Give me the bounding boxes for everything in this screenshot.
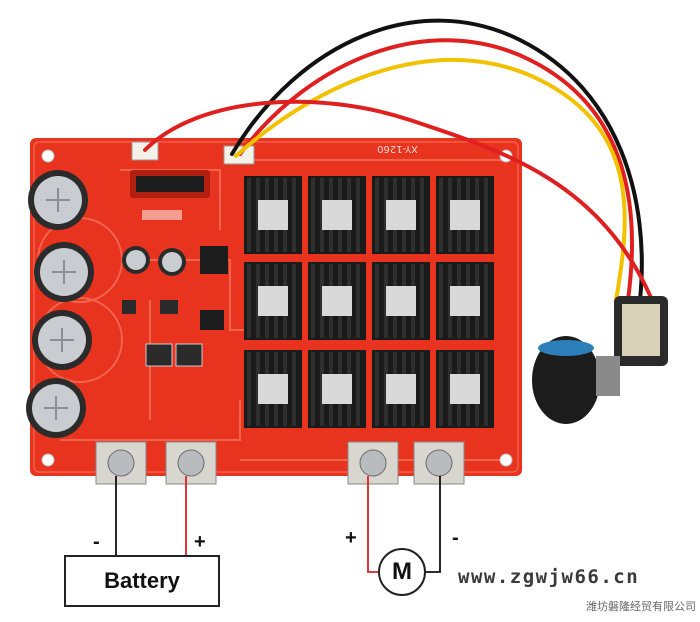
capacitor: [28, 170, 88, 230]
heatsink: [308, 350, 366, 428]
heatsink: [436, 350, 494, 428]
battery-box: Battery: [64, 555, 220, 607]
capacitor: [26, 378, 86, 438]
motor-positive-label: +: [345, 527, 357, 549]
small-capacitor: [122, 246, 186, 276]
heatsink: [372, 350, 430, 428]
motor-negative-label: -: [452, 527, 459, 549]
heatsink: [244, 350, 302, 428]
wiring-lines: [115, 476, 441, 573]
heatsink: [436, 262, 494, 340]
battery-positive-label: +: [194, 531, 206, 553]
potentiometer-wires: [143, 18, 654, 302]
battery-label: Battery: [104, 568, 180, 593]
screw-terminals: [95, 441, 465, 485]
heatsink: [436, 176, 494, 254]
heatsink: [372, 262, 430, 340]
smd-components: [122, 170, 228, 367]
potentiometer-knob: [532, 296, 668, 424]
heatsink: [244, 262, 302, 340]
battery-negative-label: -: [93, 531, 100, 553]
heatsink: [244, 176, 302, 254]
capacitor: [32, 310, 92, 370]
motor-label: M: [392, 558, 412, 585]
heatsink: [372, 176, 430, 254]
heatsink: [308, 176, 366, 254]
heatsink: [308, 262, 366, 340]
heatsink-array: [244, 176, 494, 428]
board-model-label: XY-1260: [377, 143, 418, 154]
motor-symbol: M: [378, 548, 426, 596]
watermark-company: 潍坊磐隆经贸有限公司: [586, 600, 696, 613]
capacitor-group: [26, 170, 186, 438]
capacitor: [34, 242, 94, 302]
watermark-website: www.zgwjw66.cn: [458, 566, 640, 588]
